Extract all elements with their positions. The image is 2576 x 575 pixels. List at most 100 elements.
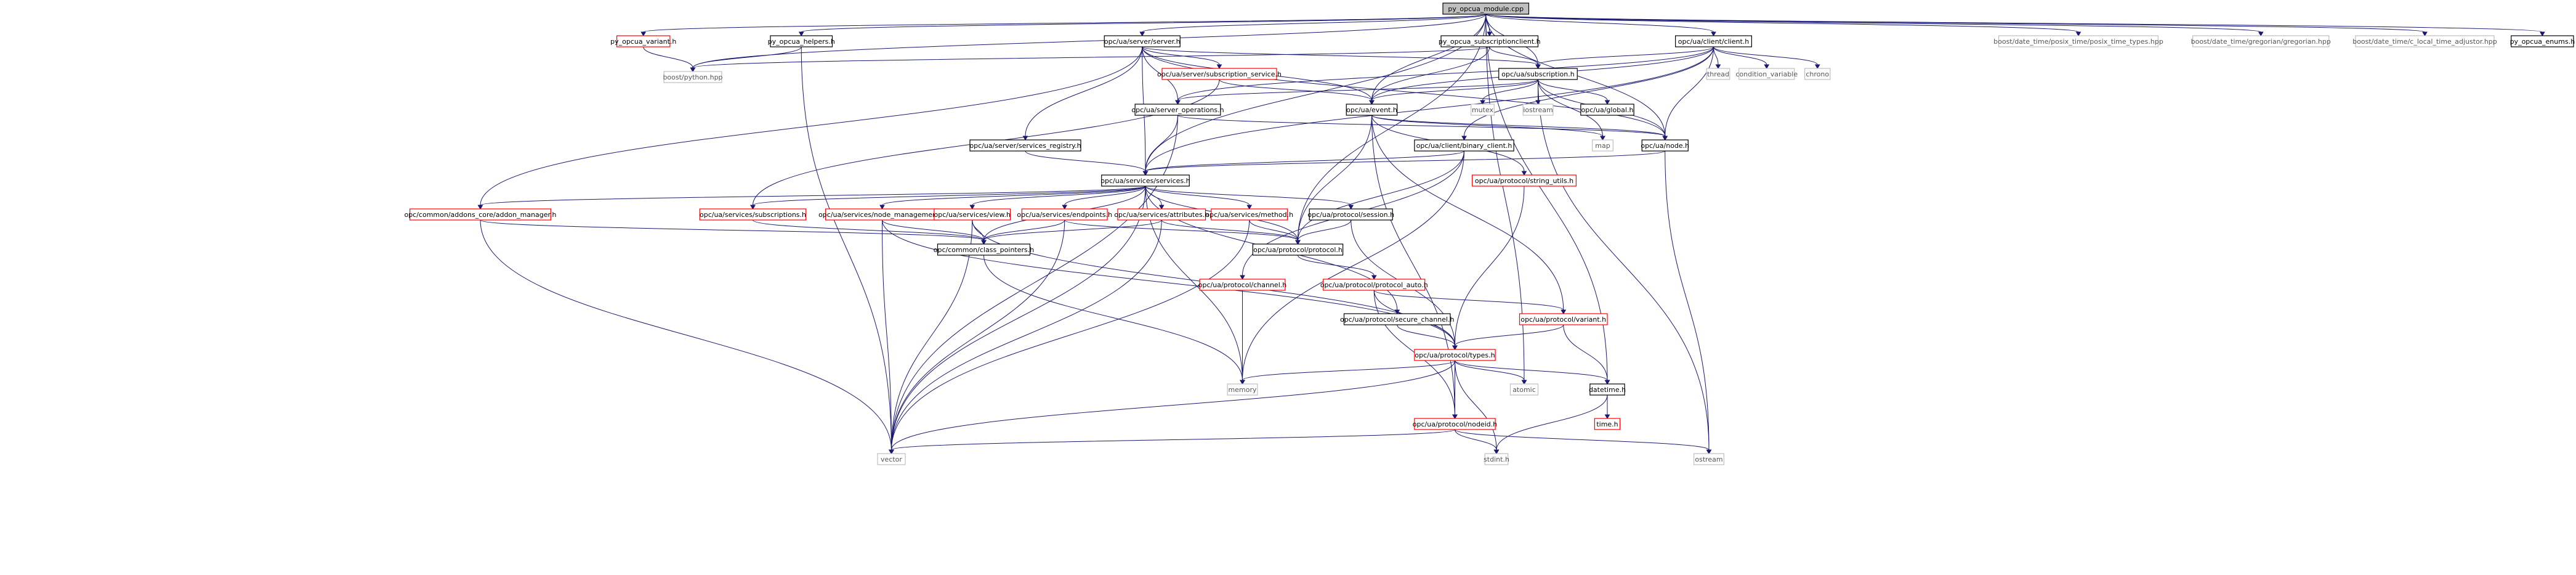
edge-types_h-to-memory xyxy=(1240,360,1455,385)
edge-server_operations-to-vector xyxy=(889,115,1178,454)
node-binary-client[interactable]: opc/ua/client/binary_client.h xyxy=(1414,139,1514,152)
node-subscription-h[interactable]: opc/ua/subscription.h xyxy=(1498,68,1578,80)
node-global-h[interactable]: opc/ua/global.h xyxy=(1580,104,1634,116)
node-server-operations[interactable]: opc/ua/server_operations.h xyxy=(1131,104,1224,116)
node-label: opc/ua/protocol/protocol_auto.h xyxy=(1320,281,1428,289)
edge-services_h-to-addon_manager xyxy=(477,186,1146,210)
node-label: mutex xyxy=(1472,106,1494,114)
node-node-h[interactable]: opc/ua/node.h xyxy=(1641,139,1689,152)
node-time-h[interactable]: time.h xyxy=(1594,418,1621,430)
edge-client_h-to-binary_client xyxy=(1461,46,1714,141)
node-root[interactable]: py_opcua_module.cpp xyxy=(1442,2,1530,15)
node-label: boost/date_time/gregorian/gregorian.hpp xyxy=(2191,38,2331,46)
edge-event_h-to-protocol_h xyxy=(1295,115,1372,245)
edge-services_h-to-session_h xyxy=(1145,186,1354,210)
node-node-management[interactable]: opc/ua/services/node_management.h xyxy=(818,208,946,221)
node-gregorian: boost/date_time/gregorian/gregorian.hpp xyxy=(2191,35,2331,47)
edge-node_h-to-services_h xyxy=(1142,150,1666,176)
edge-protocol_h-to-protocol_auto xyxy=(1298,255,1377,280)
node-label: opc/ua/client/client.h xyxy=(1678,38,1750,46)
edge-services_h-to-endpoints_h xyxy=(1062,186,1146,210)
node-label: opc/ua/services/view.h xyxy=(934,211,1011,219)
edge-variant_h-to-datetime_h xyxy=(1563,324,1610,385)
node-nodeid-h[interactable]: opc/ua/protocol/nodeid.h xyxy=(1413,418,1497,430)
node-condition-variable: condition_variable xyxy=(1735,68,1798,80)
node-session-h[interactable]: opc/ua/protocol/session.h xyxy=(1307,208,1394,221)
node-label: py_opcua_enums.h xyxy=(2510,38,2575,46)
node-label: opc/ua/server/subscription_service.h xyxy=(1157,70,1282,78)
edge-variant_h-to-types_h xyxy=(1452,324,1564,350)
edge-nodeid_h-to-vector xyxy=(889,429,1455,454)
node-label: opc/ua/server/server.h xyxy=(1104,38,1181,46)
node-secure-channel[interactable]: opc/ua/protocol/secure_channel.h xyxy=(1340,313,1455,325)
node-addon-manager[interactable]: opc/common/addons_core/addon_manager.h xyxy=(404,208,557,221)
node-label: opc/ua/protocol/types.h xyxy=(1415,351,1495,359)
edge-types_h-to-nodeid_h xyxy=(1452,360,1458,419)
edge-types_h-to-atomic xyxy=(1455,360,1527,385)
node-label: map xyxy=(1595,142,1610,150)
edge-services_h-to-method_h xyxy=(1145,186,1253,210)
node-thread: thread xyxy=(1706,68,1730,80)
node-label: opc/ua/services/attributes.h xyxy=(1114,211,1209,219)
node-services-h[interactable]: opc/ua/services/services.h xyxy=(1100,174,1190,187)
node-py-opcua-enums[interactable]: py_opcua_enums.h xyxy=(2510,35,2575,47)
node-attributes-h[interactable]: opc/ua/services/attributes.h xyxy=(1114,208,1209,221)
node-py-opcua-subscriptionclient[interactable]: py_opcua_subscriptionclient.h xyxy=(1439,35,1541,47)
node-channel-h[interactable]: opc/ua/protocol/channel.h xyxy=(1198,279,1286,291)
node-method-h[interactable]: opc/ua/services/method.h xyxy=(1205,208,1293,221)
node-vector: vector xyxy=(877,453,906,465)
node-ostream: ostream xyxy=(1694,453,1724,465)
node-py-opcua-variant[interactable]: py_opcua_variant.h xyxy=(610,35,676,47)
node-atomic: atomic xyxy=(1509,383,1539,396)
edge-root-to-py_opcua_helpers xyxy=(798,14,1487,36)
edge-root-to-c_local_time_adjustor xyxy=(1485,14,2428,36)
node-client-h[interactable]: opc/ua/client/client.h xyxy=(1675,35,1752,47)
edge-subscription_h-to-mutex xyxy=(1480,79,1538,105)
edge-types_h-to-stdint xyxy=(1455,360,1500,454)
edge-subscription_h-to-ostream xyxy=(1538,79,1712,454)
edge-root-to-py_opcua_enums xyxy=(1485,14,2545,36)
edge-endpoints_h-to-protocol_h xyxy=(1064,219,1301,245)
node-py-opcua-helpers[interactable]: py_opcua_helpers.h xyxy=(768,35,835,47)
edge-endpoints_h-to-class_pointers xyxy=(981,219,1065,245)
edge-node_management-to-class_pointers xyxy=(882,219,987,245)
node-server-h[interactable]: opc/ua/server/server.h xyxy=(1104,35,1181,47)
node-view-h[interactable]: opc/ua/services/view.h xyxy=(934,208,1011,221)
node-types-h[interactable]: opc/ua/protocol/types.h xyxy=(1414,349,1496,361)
edge-client_h-to-chrono xyxy=(1713,46,1820,69)
edge-client_h-to-subscription_h xyxy=(1535,46,1714,69)
edge-addon_manager-to-vector xyxy=(480,219,894,454)
node-label: thread xyxy=(1707,70,1729,78)
node-subscriptions-h[interactable]: opc/ua/services/subscriptions.h xyxy=(699,208,807,221)
node-c-local-time-adjustor: boost/date_time/c_local_time_adjustor.hp… xyxy=(2352,35,2497,47)
node-label: py_opcua_subscriptionclient.h xyxy=(1439,38,1541,46)
node-label: boost/python.hpp xyxy=(663,73,722,81)
node-label: opc/common/addons_core/addon_manager.h xyxy=(404,211,556,219)
node-label: opc/ua/protocol/channel.h xyxy=(1198,281,1286,289)
edge-node_h-to-ostream xyxy=(1665,150,1712,454)
edge-py_opcua_variant-to-boost_python xyxy=(643,46,696,72)
node-datetime-h[interactable]: datetime.h xyxy=(1589,383,1626,396)
node-label: stdint.h xyxy=(1484,455,1509,463)
node-event-h[interactable]: opc/ua/event.h xyxy=(1346,104,1398,116)
node-label: time.h xyxy=(1596,420,1618,428)
node-string-utils[interactable]: opc/ua/protocol/string_utils.h xyxy=(1472,174,1577,187)
node-endpoints-h[interactable]: opc/ua/services/endpoints.h xyxy=(1017,208,1112,221)
edge-root-to-client_h xyxy=(1485,14,1716,36)
node-map: map xyxy=(1592,139,1613,152)
node-services-registry[interactable]: opc/ua/server/services_registry.h xyxy=(969,139,1081,152)
node-protocol-auto[interactable]: opc/ua/protocol/protocol_auto.h xyxy=(1320,279,1428,291)
node-subscription-service[interactable]: opc/ua/server/subscription_service.h xyxy=(1157,68,1282,80)
node-variant-h[interactable]: opc/ua/protocol/variant.h xyxy=(1519,313,1608,325)
node-class-pointers[interactable]: opc/common/class_pointers.h xyxy=(934,243,1034,256)
edge-event_h-to-map xyxy=(1371,115,1605,141)
edge-subscription_h-to-server_operations xyxy=(1175,79,1538,105)
node-label: py_opcua_helpers.h xyxy=(768,38,835,46)
edge-server_h-to-subscription_service xyxy=(1142,46,1222,69)
edge-nodeid_h-to-ostream xyxy=(1455,429,1712,454)
edge-server_h-to-subscription_h xyxy=(1142,46,1541,69)
node-protocol-h[interactable]: opc/ua/protocol/protocol.h xyxy=(1252,243,1344,256)
edge-nodeid_h-to-stdint xyxy=(1455,429,1500,454)
edge-services_h-to-view_h xyxy=(969,186,1146,210)
node-iostream: iostream xyxy=(1522,104,1554,116)
